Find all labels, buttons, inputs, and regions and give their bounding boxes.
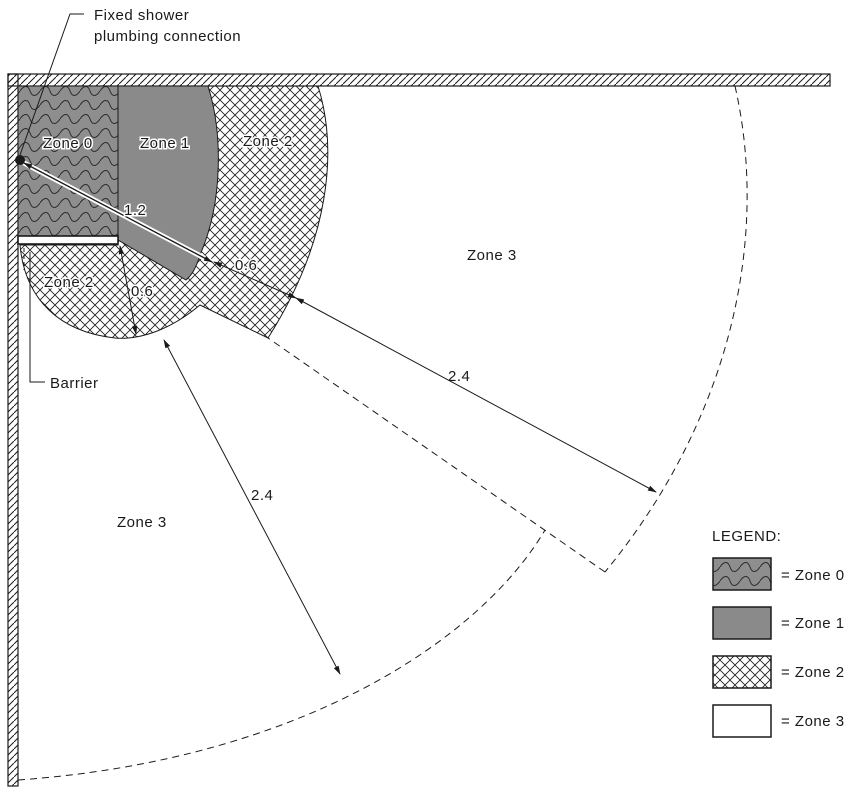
left-wall [7,73,19,787]
barrier-label: Barrier [50,375,99,392]
zone2-upper-label: Zone 2 [243,133,293,150]
legend-label-zone2: = Zone 2 [781,664,845,681]
fixed-shower-label-line2: plumbing connection [94,28,241,45]
legend-swatch-zone2 [712,655,772,689]
barrier [17,235,119,245]
barrier-leader [29,252,45,383]
dimension-arrows [22,160,657,675]
legend: LEGEND: = Zone 0 = Zone 1 = Zone 2 = Zon… [712,528,845,738]
walls [7,73,831,787]
dim-2-4-upper-arrow [295,297,657,493]
top-wall [7,73,831,87]
legend-swatch-zone3 [712,704,772,738]
plumbing-connection-point [15,155,25,165]
legend-label-zone1: = Zone 1 [781,615,845,632]
legend-label-zone3: = Zone 3 [781,713,845,730]
legend-title: LEGEND: [712,528,781,545]
zone2-lower-label: Zone 2 [44,274,94,291]
zone0-label: Zone 0 [43,135,93,152]
fixed-shower-label-line1: Fixed shower [94,7,189,24]
legend-swatch-zone1 [712,606,772,640]
legend-label-zone0: = Zone 0 [781,567,845,584]
zone3-radial-upper [267,337,606,573]
dim-1-2-arrow [23,162,213,263]
zone3-outer-arc-upper [604,85,748,573]
legend-swatch-zone0 [712,557,772,591]
dim-0-6-upper-arrow [213,261,297,299]
dim-2-4-upper-label: 2.4 [448,368,470,385]
dim-1-2-label: 1.2 [124,202,146,219]
dim-0-6-upper-label: 0.6 [235,257,257,274]
fixed-shower-leader [19,13,84,156]
zone3-left-label: Zone 3 [117,514,167,531]
zone0-area [17,85,119,240]
dim-0-6-lower-label: 0.6 [131,283,153,300]
dim-2-4-lower-arrow [163,339,341,675]
zone3-right-label: Zone 3 [467,247,517,264]
dim-0-6-lower-arrow [118,245,138,335]
zone1-label: Zone 1 [140,135,190,152]
zone3-outer-arc-lower [17,529,546,781]
dim-2-4-lower-label: 2.4 [251,487,273,504]
